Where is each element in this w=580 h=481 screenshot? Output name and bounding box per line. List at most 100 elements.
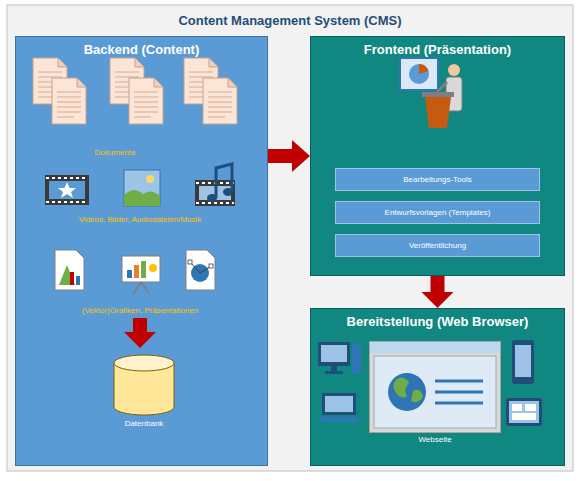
tablet-icon-part xyxy=(525,404,536,411)
shape-part xyxy=(393,378,409,398)
presenter-icon-part xyxy=(409,64,429,84)
panel-heading: Bereitstellung (Web Browser) xyxy=(347,314,529,329)
desktop-icon-part xyxy=(352,344,361,374)
tablet-icon-part xyxy=(512,413,536,420)
image-icon xyxy=(124,170,160,206)
down-arrow xyxy=(124,318,156,348)
presentation-icon-part xyxy=(134,265,139,278)
video-icon-part xyxy=(49,181,85,199)
desktop-icon-part xyxy=(318,342,350,366)
presentation-icon-part xyxy=(122,256,160,282)
label-holder: Dokumente xyxy=(5,141,225,159)
video-icon-part xyxy=(45,175,89,205)
box-label: Entwurfsvorlagen (Templates) xyxy=(385,208,491,217)
delivery-panel: Bereitstellung (Web Browser) Webseite xyxy=(310,308,565,466)
presentation-icon-part xyxy=(127,270,132,278)
panel-heading: Frontend (Präsentation) xyxy=(364,42,511,57)
box-label: Veröffentlichung xyxy=(409,241,466,250)
database-cylinder: Datenbank xyxy=(109,353,179,441)
audio-icon-part xyxy=(196,202,234,204)
shape-part xyxy=(114,355,174,371)
desktop-icon-part xyxy=(325,371,343,374)
video-icon-part xyxy=(58,182,76,198)
label-holder: Videos, Bilder, Audiodateien/Musik xyxy=(30,208,250,226)
presentation-icon-part xyxy=(141,261,146,278)
desktop-icon-part xyxy=(331,366,337,371)
vector-graphic-icon-part xyxy=(209,264,213,268)
vector-graphic-icon xyxy=(186,250,215,290)
shape-part xyxy=(370,342,500,353)
chart-document-icon-part xyxy=(59,265,75,285)
image-icon-part xyxy=(146,175,154,183)
laptop-icon-part xyxy=(318,417,360,422)
image-icon-part xyxy=(124,190,160,206)
shape-label: Webseite xyxy=(418,435,451,444)
audio-icon-part xyxy=(207,194,217,202)
image-icon-part xyxy=(124,170,160,206)
cylinder-outline xyxy=(109,353,179,417)
shape-part xyxy=(388,373,426,411)
diagram-title: Content Management System (CMS) xyxy=(178,13,401,28)
document-page xyxy=(52,78,86,124)
document-page xyxy=(203,78,237,124)
vector-graphic-icon-part xyxy=(188,260,192,264)
laptop-icon-part xyxy=(322,393,356,415)
publish-box: Veröffentlichung xyxy=(335,234,540,257)
presenter-icon-part xyxy=(437,82,447,92)
phone-icon-part xyxy=(515,345,531,377)
presenter-icon-part xyxy=(422,92,454,97)
document-icons xyxy=(33,58,237,124)
media-label: Videos, Bilder, Audiodateien/Musik xyxy=(79,215,202,224)
chart-document-icon-part xyxy=(55,250,84,290)
shape-label: Datenbank xyxy=(125,419,164,428)
shape-part xyxy=(374,356,496,428)
flow-arrow xyxy=(422,276,454,308)
presenter-icon-part xyxy=(425,97,451,128)
video-icon xyxy=(45,175,89,205)
audio-icon xyxy=(195,164,235,206)
browser-window: Webseite xyxy=(369,341,501,449)
tablet-icon-part xyxy=(509,401,539,423)
tool-box: Bearbeitungs-Tools xyxy=(335,168,540,191)
tablet-icon-part xyxy=(512,404,522,411)
document-page xyxy=(129,78,163,124)
presentation-icon-part xyxy=(149,264,157,272)
presenter-icon-part xyxy=(448,64,460,76)
presentation-icon-part xyxy=(133,282,141,294)
outer-frame xyxy=(7,5,573,471)
audio-icon-part xyxy=(216,164,232,198)
title-layer: Content Management System (CMS) xyxy=(0,11,580,29)
chart-document-icon-part xyxy=(70,272,74,285)
video-icon-part xyxy=(46,201,88,203)
shape-part xyxy=(411,390,423,402)
template-box: Entwurfsvorlagen (Templates) xyxy=(335,201,540,224)
video-icon-part xyxy=(46,177,88,179)
shape-part xyxy=(435,402,483,405)
presentation-icon-part xyxy=(141,282,149,294)
shape-part xyxy=(435,380,483,383)
window-outline xyxy=(369,341,501,433)
laptop-icon xyxy=(318,393,360,422)
presenter-icon xyxy=(400,58,462,128)
tablet-icon xyxy=(506,398,542,426)
phone-icon-part xyxy=(512,340,534,384)
presentation-icon xyxy=(122,256,160,294)
presenter-icon-part xyxy=(419,64,429,74)
phone-icon xyxy=(512,340,534,384)
media-label: Dokumente xyxy=(95,148,136,157)
flow-arrow xyxy=(268,140,310,172)
chart-document-icon-part xyxy=(76,276,80,285)
box-label: Bearbeitungs-Tools xyxy=(403,175,471,184)
presenter-icon-part xyxy=(400,58,438,90)
chart-document-icon xyxy=(55,250,84,290)
audio-icon-part xyxy=(223,188,233,196)
tablet-icon-part xyxy=(506,398,542,426)
label-holder: (Vektor)Grafiken, Präsentationen xyxy=(30,299,250,317)
media-label: (Vektor)Grafiken, Präsentationen xyxy=(82,306,199,315)
shape-part xyxy=(370,342,501,433)
vector-graphic-icon-part xyxy=(190,262,211,273)
shape-part xyxy=(435,391,483,394)
